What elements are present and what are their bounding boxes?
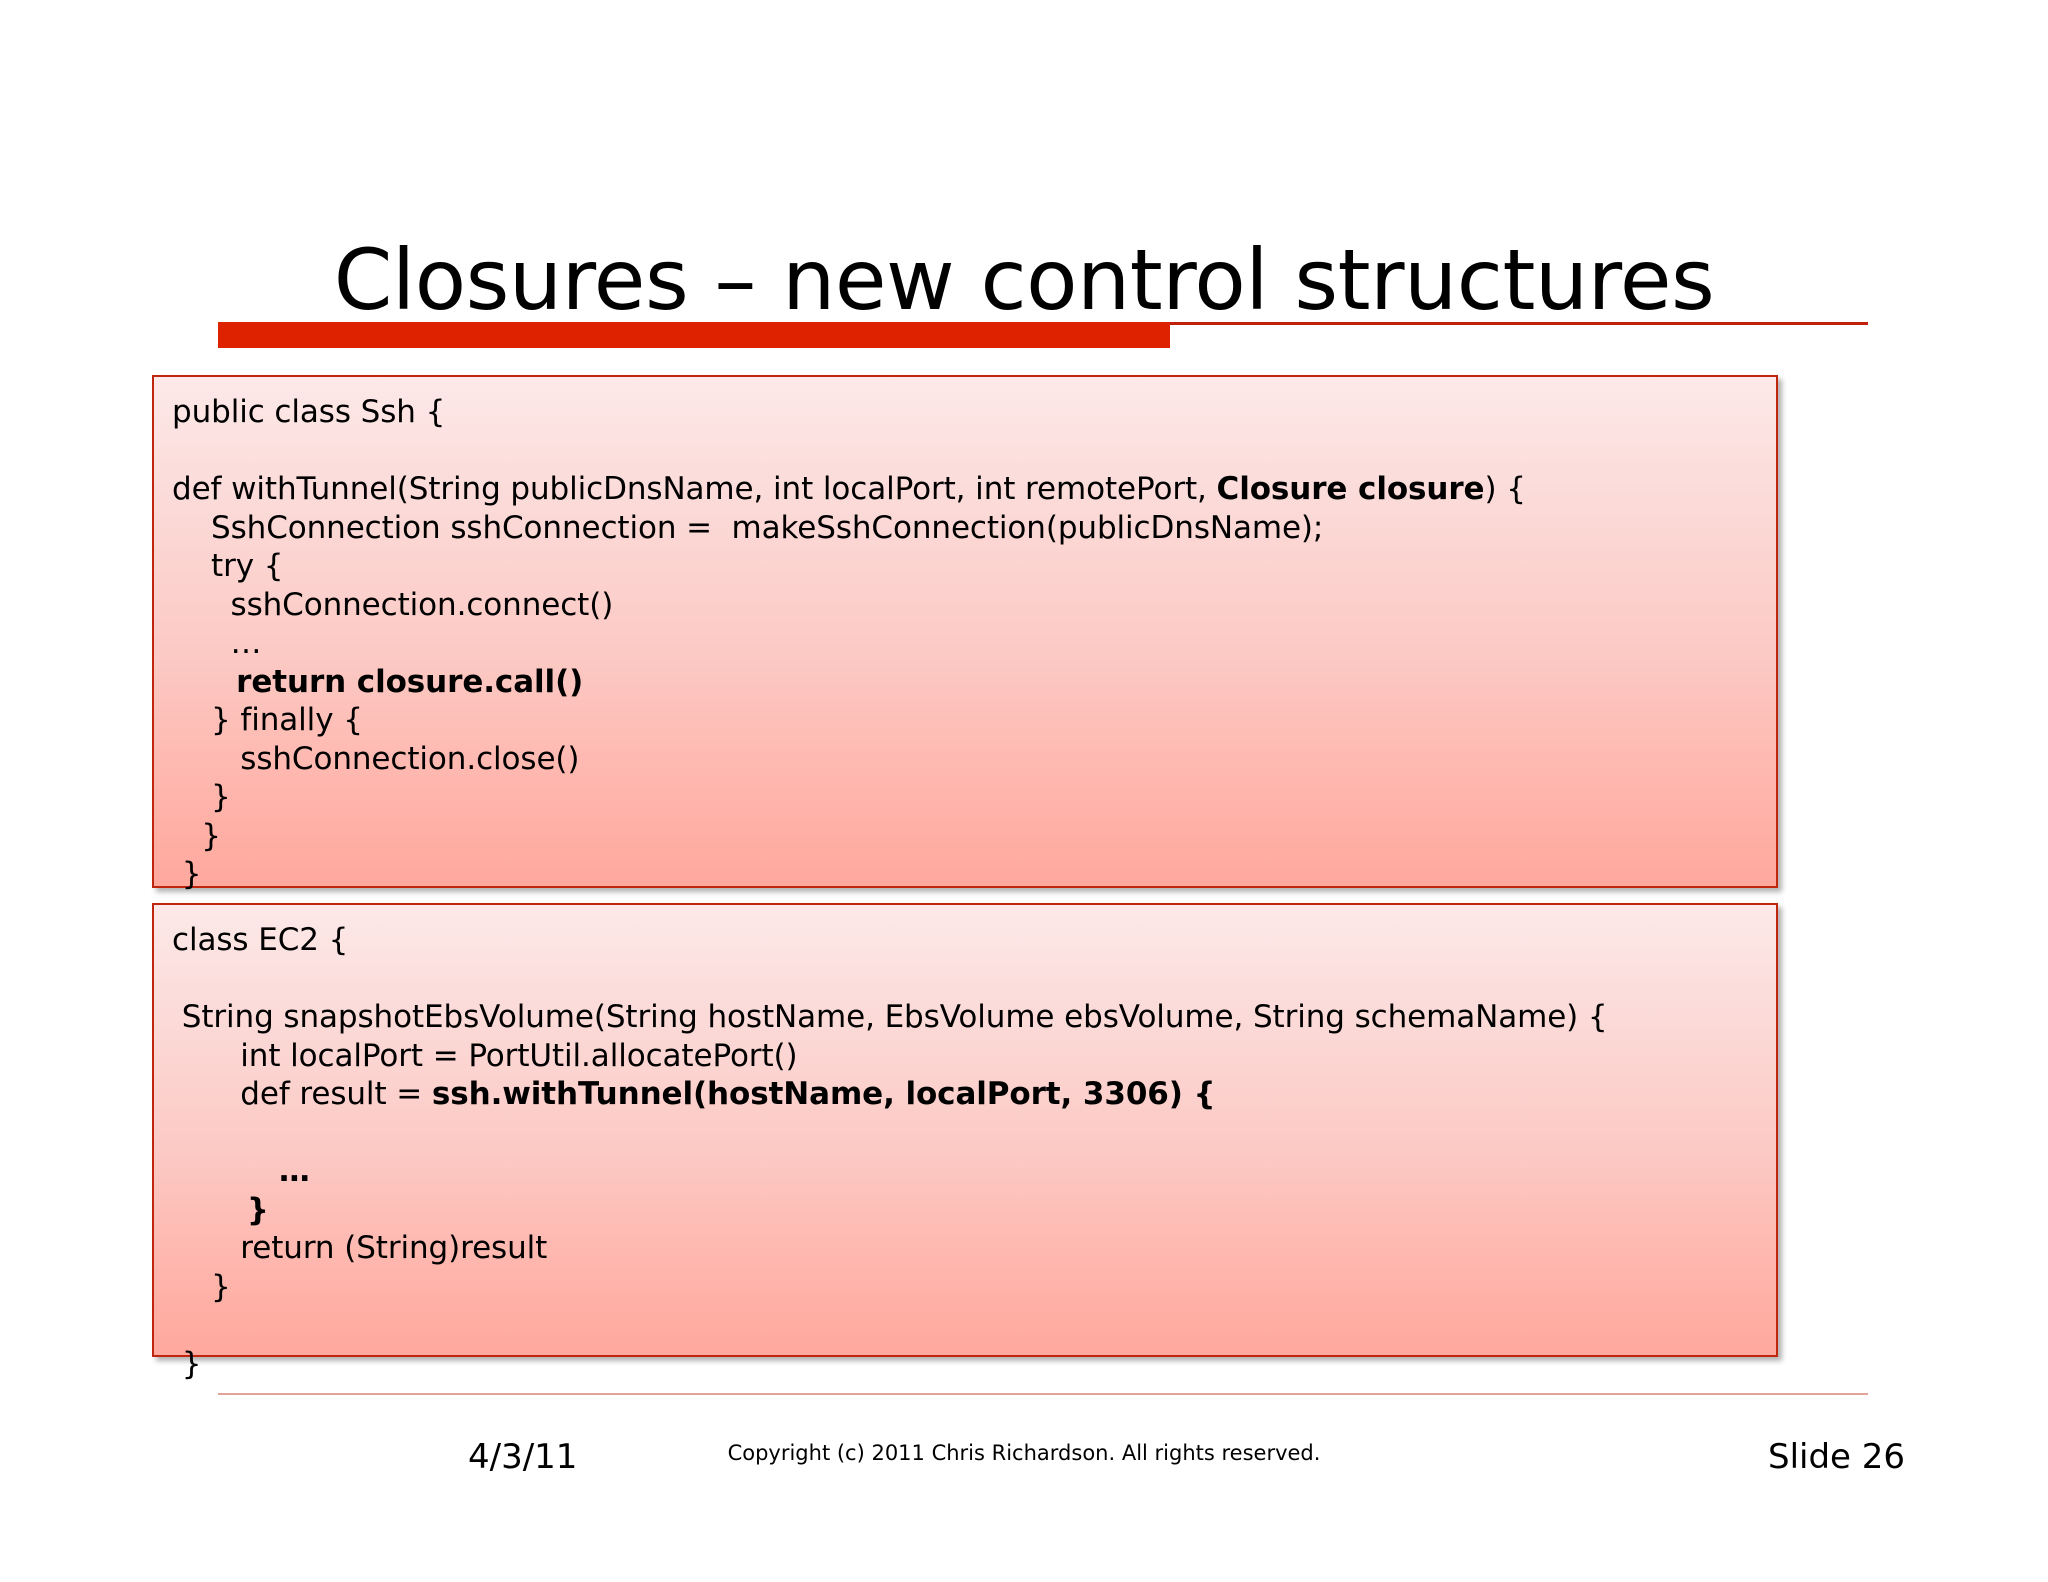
code-line: return (String)result bbox=[172, 1230, 548, 1266]
footer-date: 4/3/11 bbox=[468, 1437, 578, 1477]
code-text: def result = bbox=[172, 1076, 432, 1112]
code-line: def withTunnel(String publicDnsName, int… bbox=[172, 470, 1758, 509]
code-line: return closure.call() bbox=[172, 663, 1758, 702]
code-line bbox=[172, 1114, 1758, 1153]
footer-slide-number: Slide 26 bbox=[1768, 1437, 1906, 1477]
footer-divider bbox=[218, 1393, 1868, 1395]
code-line: sshConnection.connect() bbox=[172, 586, 614, 623]
code-emphasis: … bbox=[172, 1153, 310, 1189]
code-text: def withTunnel(String publicDnsName, int… bbox=[172, 471, 1217, 507]
code-line: def result = ssh.withTunnel(hostName, lo… bbox=[172, 1075, 1758, 1114]
code-line: SshConnection sshConnection = makeSshCon… bbox=[172, 509, 1324, 546]
code-line: } bbox=[172, 779, 231, 815]
code-line: class EC2 { bbox=[172, 922, 349, 958]
code-block-ec2: class EC2 { String snapshotEbsVolume(Str… bbox=[152, 903, 1778, 1382]
footer-copyright: Copyright (c) 2011 Chris Richardson. All… bbox=[727, 1441, 1321, 1465]
code-line: } bbox=[172, 817, 221, 854]
code-line: } bbox=[172, 1268, 231, 1305]
code-line: public class Ssh { bbox=[172, 394, 446, 430]
code-line: } bbox=[172, 1345, 202, 1382]
code-emphasis: return closure.call() bbox=[172, 663, 584, 700]
title-underline-accent-bar bbox=[218, 322, 1170, 348]
code-line: … bbox=[172, 625, 262, 661]
code-line: try { bbox=[172, 548, 284, 584]
code-emphasis: Closure closure bbox=[1216, 471, 1485, 507]
code-emphasis: } bbox=[172, 1191, 269, 1228]
page-title: Closures – new control structures bbox=[333, 231, 1715, 330]
code-text: ) { bbox=[1484, 471, 1526, 507]
code-line: String snapshotEbsVolume(String hostName… bbox=[172, 999, 1608, 1035]
code-line: … bbox=[172, 1152, 1758, 1191]
code-line bbox=[172, 432, 1758, 471]
code-line bbox=[172, 960, 1758, 999]
code-line: } bbox=[172, 856, 202, 892]
code-line: sshConnection.close() bbox=[172, 740, 580, 777]
code-line: int localPort = PortUtil.allocatePort() bbox=[172, 1037, 798, 1074]
code-block-ssh: public class Ssh { def withTunnel(String… bbox=[152, 375, 1778, 892]
code-emphasis: ssh.withTunnel(hostName, localPort, 3306… bbox=[431, 1076, 1216, 1112]
code-line: } finally { bbox=[172, 702, 363, 738]
code-line bbox=[172, 1306, 1758, 1345]
code-line: } bbox=[172, 1191, 1758, 1230]
